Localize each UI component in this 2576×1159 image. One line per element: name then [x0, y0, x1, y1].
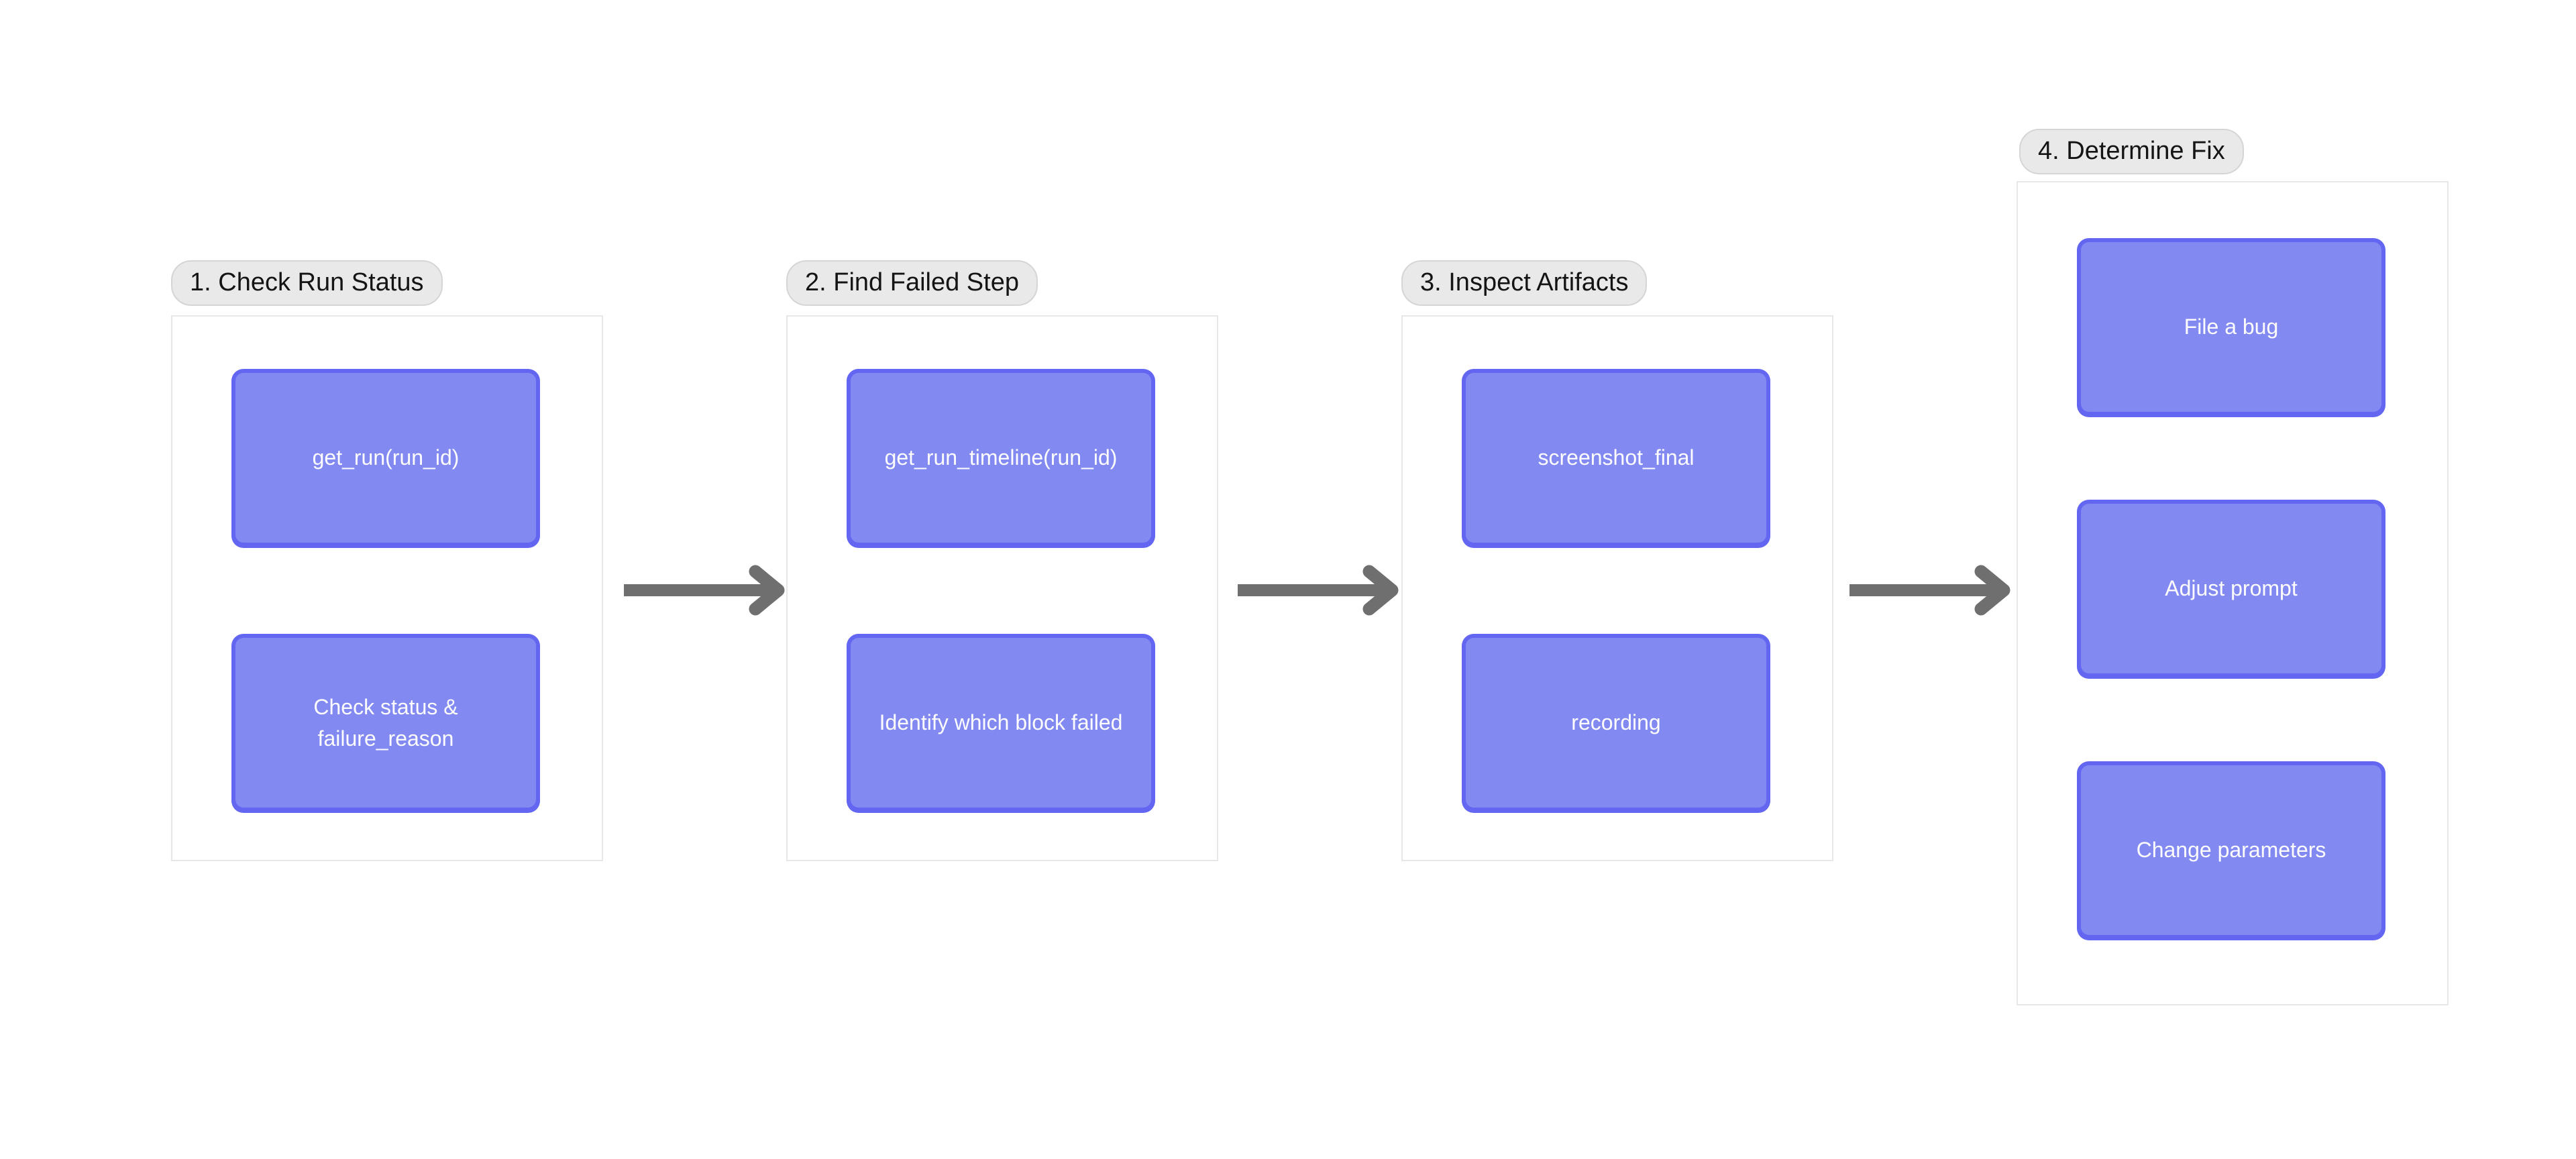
flow-arrow-3 — [1849, 565, 2010, 616]
node-identify-failed-block[interactable]: Identify which block failed — [847, 634, 1155, 812]
node-get-run-timeline[interactable]: get_run_timeline(run_id) — [847, 369, 1155, 547]
node-file-a-bug[interactable]: File a bug — [2077, 238, 2385, 416]
group-label-find-failed-step: 2. Find Failed Step — [786, 260, 1038, 306]
node-change-parameters[interactable]: Change parameters — [2077, 761, 2385, 939]
node-recording[interactable]: recording — [1462, 634, 1770, 812]
group-label-check-run-status: 1. Check Run Status — [171, 260, 443, 306]
node-adjust-prompt[interactable]: Adjust prompt — [2077, 500, 2385, 677]
flow-arrow-2 — [1238, 565, 1399, 616]
node-get-run[interactable]: get_run(run_id) — [231, 369, 540, 547]
group-label-inspect-artifacts: 3. Inspect Artifacts — [1401, 260, 1648, 306]
flow-arrow-1 — [624, 565, 785, 616]
node-check-status-failure-reason[interactable]: Check status & failure_reason — [231, 634, 540, 812]
node-screenshot-final[interactable]: screenshot_final — [1462, 369, 1770, 547]
group-label-determine-fix: 4. Determine Fix — [2019, 129, 2244, 174]
